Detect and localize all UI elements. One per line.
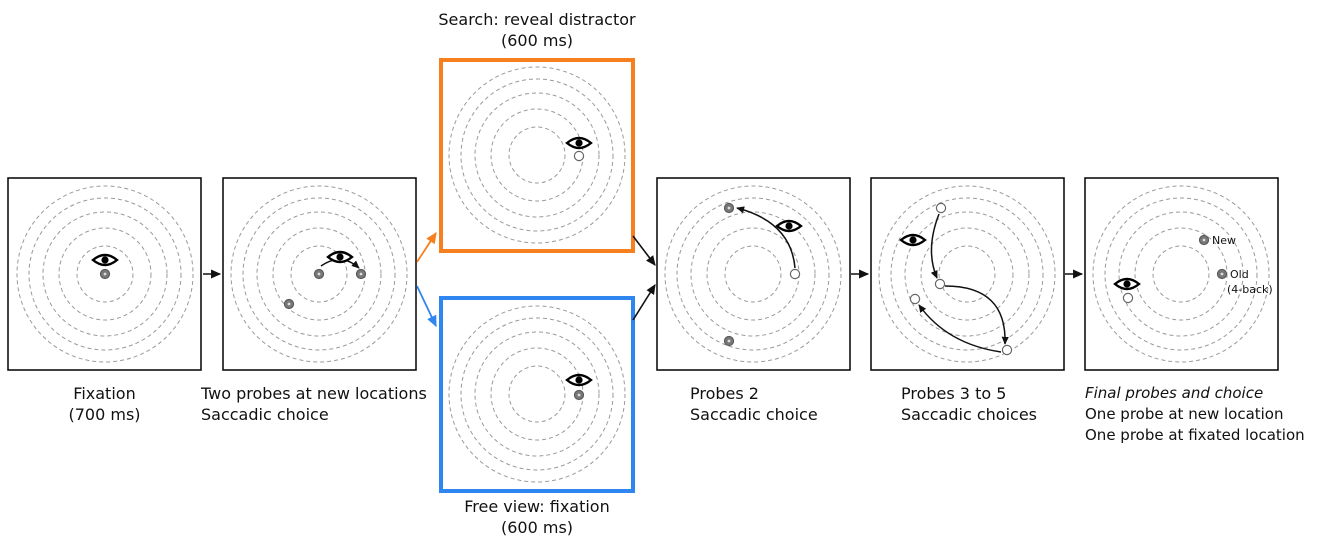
- panel-final: New Old (4-back): [1084, 177, 1279, 371]
- caption-line: Saccadic choice: [690, 405, 818, 424]
- caption-probes-2: Probes 2 Saccadic choice: [690, 383, 818, 425]
- caption-line: Two probes at new locations: [201, 384, 427, 403]
- panel-free-view: [439, 296, 635, 493]
- caption-probes-3-5: Probes 3 to 5 Saccadic choices: [901, 383, 1037, 425]
- arrow-icon: [632, 235, 656, 266]
- probe-dot-open: [789, 268, 801, 280]
- probe-dot-filled: [283, 298, 295, 310]
- eye-icon: [1113, 277, 1141, 291]
- caption-fixation: Fixation (700 ms): [8, 383, 201, 425]
- caption-line: (600 ms): [500, 31, 574, 50]
- saccade-arrow: [918, 304, 1002, 353]
- caption-line: One probe at fixated location: [1085, 426, 1305, 444]
- probe-dot-filled: [723, 335, 735, 347]
- caption-line: (700 ms): [68, 405, 141, 424]
- eye-icon: [899, 233, 927, 247]
- caption-line: Saccadic choice: [201, 405, 329, 424]
- caption-line: Fixation: [73, 384, 136, 403]
- label-old-sub: (4-back): [1227, 283, 1273, 296]
- probe-dot-open: [909, 293, 921, 305]
- panel-search: [439, 58, 635, 253]
- caption-line: Free view: fixation: [464, 497, 610, 516]
- caption-line: (600 ms): [500, 518, 574, 537]
- probe-dot-filled: [1216, 268, 1228, 280]
- caption-final: Final probes and choice One probe at new…: [1085, 383, 1305, 446]
- caption-two-probes: Two probes at new locations Saccadic cho…: [201, 383, 427, 425]
- panel-probes-2: [656, 177, 851, 371]
- arrow-icon: [632, 284, 656, 321]
- caption-search: Search: reveal distractor (600 ms): [412, 9, 662, 51]
- probe-dot-open: [1122, 292, 1134, 304]
- eye-icon: [565, 373, 593, 387]
- probe-dot-filled: [723, 202, 735, 214]
- eye-icon: [91, 253, 119, 267]
- saccade-arrow: [944, 285, 1009, 345]
- probe-dot-filled: [313, 268, 325, 280]
- panel-fixation: [7, 177, 202, 371]
- eye-icon: [565, 136, 593, 150]
- probe-dot-open: [934, 278, 946, 290]
- caption-line: Search: reveal distractor: [438, 10, 636, 29]
- caption-line: Probes 3 to 5: [901, 384, 1007, 403]
- caption-line: Saccadic choices: [901, 405, 1037, 424]
- saccade-arrow: [930, 213, 940, 279]
- probe-dot-filled: [355, 268, 367, 280]
- caption-free-view: Free view: fixation (600 ms): [412, 496, 662, 538]
- probe-dot-open: [573, 150, 585, 162]
- probe-dot-filled: [99, 268, 111, 280]
- probe-dot-filled: [573, 389, 585, 401]
- eye-icon: [326, 250, 354, 264]
- arrow-icon: [416, 231, 437, 263]
- caption-line: Final probes and choice: [1085, 384, 1264, 402]
- probe-dot-open: [1001, 344, 1013, 356]
- probe-dot-open: [935, 202, 947, 214]
- eye-icon: [775, 219, 803, 233]
- probe-dot-filled: [1198, 234, 1210, 246]
- caption-line: Probes 2: [690, 384, 759, 403]
- saccade-arrow: [736, 206, 796, 269]
- caption-line: One probe at new location: [1085, 405, 1284, 423]
- label-old: Old: [1230, 268, 1249, 281]
- panel-probes-3-5: [870, 177, 1065, 371]
- arrow-icon: [416, 285, 437, 328]
- panel-two-probes: [222, 177, 417, 371]
- label-new: New: [1212, 234, 1236, 247]
